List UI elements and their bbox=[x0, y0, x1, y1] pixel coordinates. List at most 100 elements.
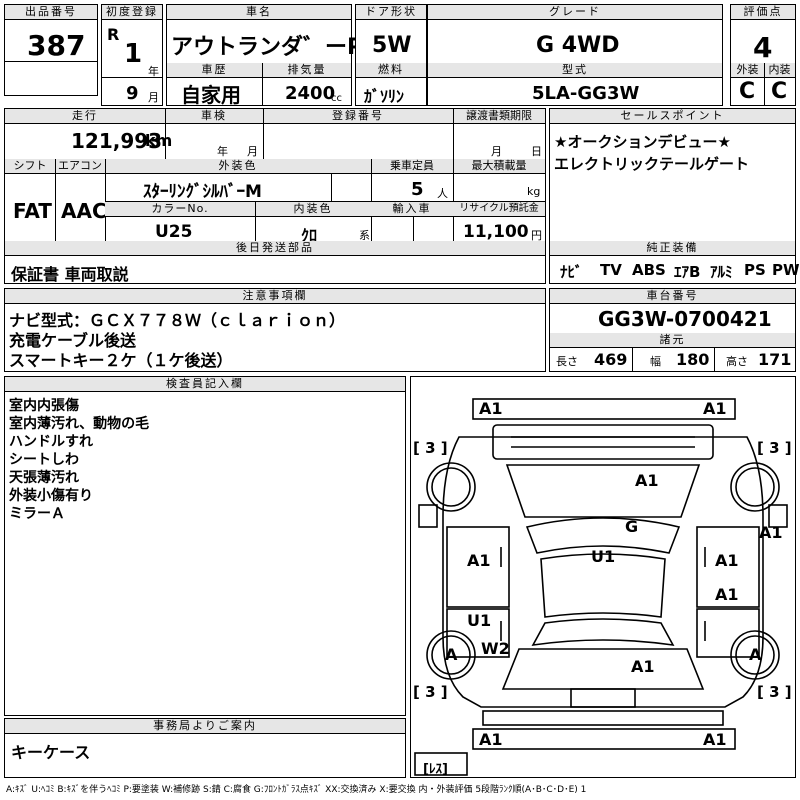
equip-abs: ABS bbox=[632, 261, 666, 279]
door-box: ドア形状 5W 燃料 ｶﾞｿﾘﾝ bbox=[355, 4, 427, 106]
spare-box bbox=[414, 752, 468, 776]
tire-rr: [ 3 ] bbox=[757, 683, 792, 701]
interior-label: 内装色 bbox=[255, 202, 371, 217]
tire-fl: [ 3 ] bbox=[413, 439, 448, 457]
windscreen bbox=[525, 517, 681, 554]
notes-label: 注意事項欄 bbox=[5, 289, 545, 304]
grade-box: グレード G 4WD 型式 5LA-GG3W bbox=[427, 4, 723, 106]
inspector-line-2: 室内薄汚れ、動物の毛 bbox=[9, 416, 150, 432]
grade-label: グレード bbox=[428, 5, 722, 20]
color-label: 外装色 bbox=[105, 159, 371, 174]
inspector-line-3: ハンドルすれ bbox=[9, 434, 93, 450]
equip-airbag: ｴｱB bbox=[674, 263, 701, 281]
damage-diagram: [ 3 ] [ 3 ] [ 3 ] [ 3 ] [ﾚｽ] A1 A1 A1 G … bbox=[410, 376, 796, 778]
wheel-fr bbox=[730, 462, 780, 512]
mark-front-left: A1 bbox=[479, 399, 503, 418]
grade: G 4WD bbox=[536, 33, 620, 58]
chassis-label: 車台番号 bbox=[550, 289, 795, 304]
inspector-box: 検査員記入欄 室内内張傷 室内薄汚れ、動物の毛 ハンドルすれ シートしわ 天張薄… bbox=[4, 376, 406, 716]
left-mirror bbox=[418, 504, 438, 528]
dim-label: 諸元 bbox=[550, 333, 795, 348]
import-label: 輸入車 bbox=[371, 202, 453, 217]
body-color: ｽﾀｰﾘﾝｸﾞｼﾙﾊﾞｰM bbox=[143, 182, 262, 202]
ext-grade: C bbox=[739, 79, 756, 104]
inspector-line-1: 室内内張傷 bbox=[9, 398, 79, 414]
reg-box: 初度登録 R 1 年 9 月 bbox=[101, 4, 163, 106]
right-rear-door bbox=[696, 608, 760, 658]
shift-label: シフト bbox=[5, 159, 55, 174]
later-label: 後日発送部品 bbox=[5, 241, 545, 256]
lot-label: 出品番号 bbox=[5, 5, 97, 20]
sales-box: セールスポイント ★オークションデビュー★ エレクトリックテールゲート 純正装備… bbox=[549, 108, 800, 284]
rear-window bbox=[531, 618, 675, 647]
right-mirror bbox=[768, 504, 788, 528]
rear-bumper bbox=[482, 710, 724, 726]
roof bbox=[540, 553, 666, 618]
maxload-unit: kg bbox=[527, 185, 541, 198]
reg-label: 初度登録 bbox=[102, 5, 162, 20]
equip-ps: PS bbox=[744, 261, 766, 279]
transfer-month-unit: 月 bbox=[491, 145, 503, 158]
license-plate bbox=[570, 688, 636, 708]
body-outline bbox=[442, 436, 764, 708]
shift: FAT bbox=[13, 199, 52, 223]
length-label: 長さ bbox=[556, 355, 578, 368]
office-box: 事務局よりご案内 キーケース bbox=[4, 718, 406, 778]
mark-tailgate: A1 bbox=[631, 657, 655, 676]
name-box: 車名 アウトランダ゛ーPHEV 車歴 排気量 自家用 2400 cc bbox=[166, 4, 414, 107]
left-front-door bbox=[446, 526, 510, 608]
mark-left-rear-door: U1 bbox=[467, 611, 492, 630]
sales-label: セールスポイント bbox=[550, 109, 795, 124]
interior-unit: 系 bbox=[359, 229, 370, 242]
color-no: U25 bbox=[155, 222, 193, 242]
fuel: ｶﾞｿﾘﾝ bbox=[364, 87, 405, 106]
mark-rear-right: A1 bbox=[703, 730, 727, 749]
model-label: 型式 bbox=[428, 63, 722, 78]
disp-unit: cc bbox=[331, 93, 342, 104]
name-label: 車名 bbox=[167, 5, 351, 20]
tire-fr: [ 3 ] bbox=[757, 439, 792, 457]
recycle-unit: 円 bbox=[531, 229, 542, 242]
hood bbox=[505, 464, 701, 518]
legend: A:ｷｽﾞ U:ﾍｺﾐ B:ｷｽﾞを伴うﾍｺﾐ P:要塗装 W:補修跡 S:錆 … bbox=[6, 785, 587, 795]
fuel-label: 燃料 bbox=[356, 63, 426, 78]
score-label: 評価点 bbox=[731, 5, 795, 20]
mark-front-right: A1 bbox=[703, 399, 727, 418]
mark-right-rear-door: A1 bbox=[715, 585, 739, 604]
int-grade: C bbox=[771, 79, 788, 104]
right-front-door bbox=[696, 526, 760, 608]
mark-right-front-door: A1 bbox=[715, 551, 739, 570]
height: 171 bbox=[758, 350, 792, 369]
equip-alloy: ｱﾙﾐ bbox=[710, 263, 733, 281]
lot-box: 出品番号 387 bbox=[4, 4, 98, 96]
notes-line-2: 充電ケーブル後送 bbox=[9, 331, 137, 350]
sales-line-1: ★オークションデビュー★ bbox=[554, 133, 731, 151]
equip-pw: PW bbox=[772, 261, 800, 279]
year-unit: 年 bbox=[148, 65, 159, 78]
model: 5LA-GG3W bbox=[532, 83, 640, 104]
mileage-unit: km bbox=[145, 131, 173, 150]
transfer-day-unit: 日 bbox=[531, 145, 543, 158]
score-box: 評価点 4 外装 内装 C C bbox=[730, 4, 796, 106]
length: 469 bbox=[594, 350, 628, 369]
recycle-label: リサイクル預託金 bbox=[453, 202, 545, 217]
hood-front bbox=[492, 424, 714, 460]
height-label: 高さ bbox=[726, 355, 748, 368]
wheel-rr bbox=[730, 630, 780, 680]
ext-label: 外装 bbox=[731, 63, 764, 78]
equipment-label: 純正装備 bbox=[550, 241, 795, 256]
sales-line-2: エレクトリックテールゲート bbox=[554, 155, 750, 173]
colorno-label: カラーNo. bbox=[105, 202, 255, 217]
later-parts: 保証書 車両取説 bbox=[11, 265, 129, 284]
equip-tv: TV bbox=[600, 261, 622, 279]
wheel-fl bbox=[426, 462, 476, 512]
ac: AAC bbox=[61, 199, 107, 223]
car-outline bbox=[414, 398, 788, 776]
rear-lower-bumper bbox=[472, 728, 736, 750]
displacement: 2400 bbox=[285, 83, 336, 104]
mark-left-quarter: W2 bbox=[481, 639, 510, 658]
chassis-box: 車台番号 GG3W-0700421 諸元 長さ 469 幅 180 高さ 171 bbox=[549, 288, 796, 372]
mark-hood: A1 bbox=[635, 471, 659, 490]
info-box: 走行 車検 登録番号 譲渡書類期限 121,993 km 年 月 月 日 シフト… bbox=[4, 108, 546, 284]
tailgate bbox=[501, 648, 705, 690]
